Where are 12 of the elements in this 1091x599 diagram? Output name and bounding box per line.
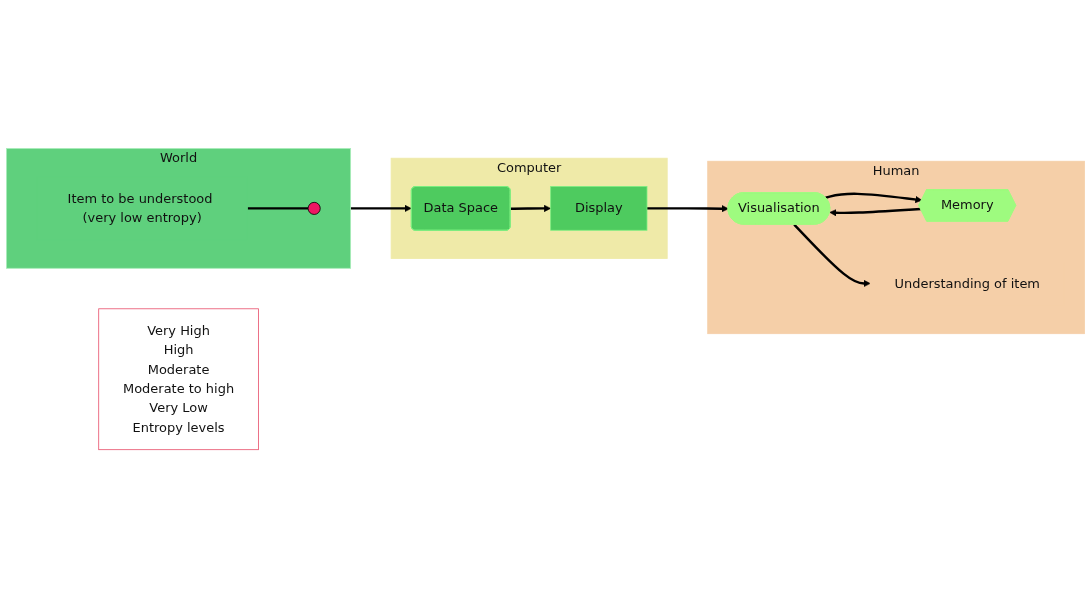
node-text: Item to be understood (very low entropy): [67, 191, 213, 226]
connector: [247, 207, 309, 211]
arrow: [510, 205, 551, 213]
arrow: [647, 205, 729, 213]
node-box: Very High High Moderate Moderate to high Very Low Entropy levels: [98, 308, 259, 451]
node-text: Understanding of item: [894, 275, 1040, 292]
node-star: [307, 202, 321, 216]
arrow: [825, 193, 923, 204]
arrow: [829, 208, 921, 217]
node-box: Display: [550, 186, 648, 232]
arrow: [350, 205, 412, 213]
arrow: [793, 224, 871, 288]
